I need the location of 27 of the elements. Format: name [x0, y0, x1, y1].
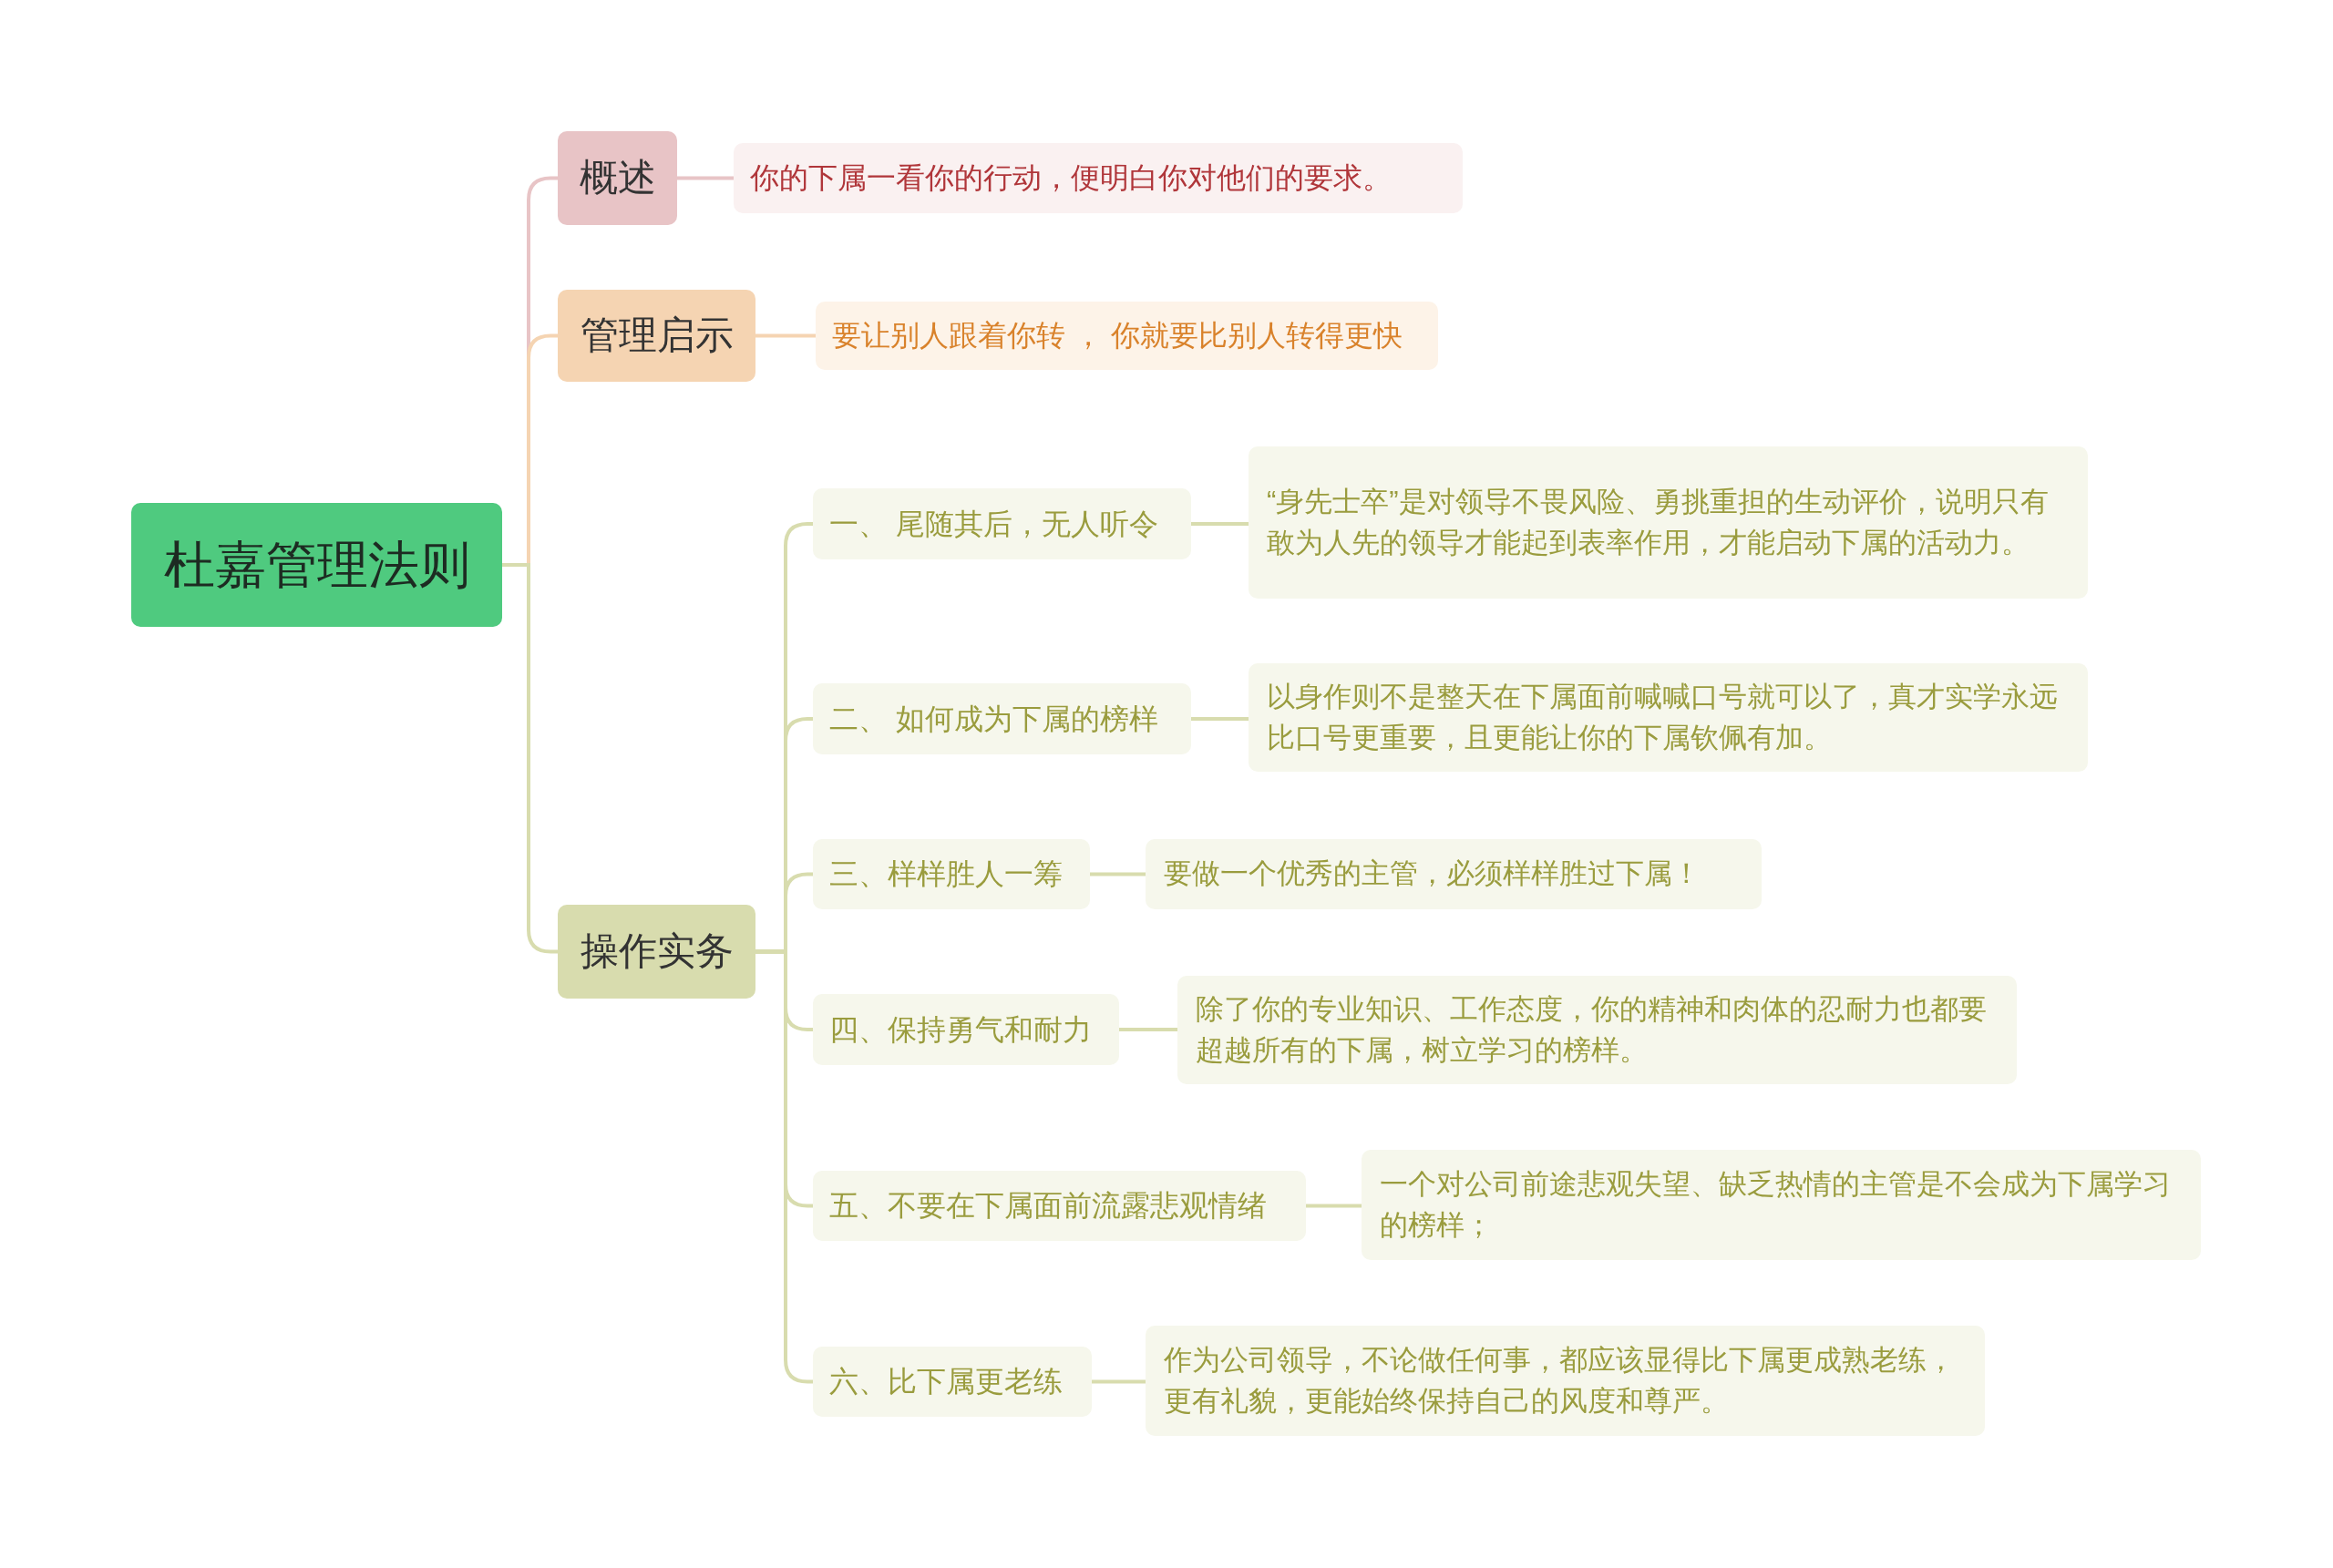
connector-line [1092, 1379, 1146, 1384]
connector-line [1119, 1028, 1177, 1031]
subtopic-box: 一、 尾随其后，无人听令 [813, 488, 1191, 559]
connector-line [1191, 522, 1249, 526]
note-box: 要做一个优秀的主管，必须样样胜过下属！ [1146, 839, 1762, 909]
subtopic-box: 四、保持勇气和耐力 [813, 994, 1119, 1065]
connector-line [755, 333, 816, 338]
note-box: 除了你的专业知识、工作态度，你的精神和肉体的忍耐力也都要超越所有的下属，树立学习的榜样。 [1177, 976, 2017, 1084]
branch-box: 管理启示 [558, 290, 755, 382]
note-box: 作为公司领导，不论做任何事，都应该显得比下属更成熟老练，更有礼貌，更能始终保持自己的风度和尊严。 [1146, 1326, 1985, 1436]
subtopic-box: 六、比下属更老练 [813, 1347, 1092, 1417]
connector-line [755, 949, 813, 1384]
connector-line [677, 176, 734, 180]
subtopic-box: 五、不要在下属面前流露悲观情绪 [813, 1171, 1306, 1241]
note-box: 要让别人跟着你转 ， 你就要比别人转得更快 [816, 302, 1438, 370]
note-box: “身先士卒”是对领导不畏风险、勇挑重担的生动评价，说明只有敢为人先的领导才能起到表率作用，才能启动下属的活动力。 [1249, 446, 2088, 599]
connector-line [1191, 717, 1249, 721]
note-box: 你的下属一看你的行动，便明白你对他们的要求。 [734, 143, 1463, 213]
connector-line [1090, 872, 1146, 876]
note-box: 一个对公司前途悲观失望、缺乏热情的主管是不会成为下属学习的榜样； [1362, 1150, 2201, 1260]
branch-box: 概述 [558, 131, 677, 225]
note-box: 以身作则不是整天在下属面前喊喊口号就可以了，真才实学永远比口号更重要，且更能让你的下属钦佩有加。 [1249, 663, 2088, 772]
branch-box: 操作实务 [558, 905, 755, 999]
central-topic-box: 杜嘉管理法则 [131, 503, 502, 627]
connector-line [1306, 1204, 1362, 1208]
subtopic-box: 三、样样胜人一筹 [813, 839, 1090, 909]
subtopic-box: 二、 如何成为下属的榜样 [813, 683, 1191, 754]
